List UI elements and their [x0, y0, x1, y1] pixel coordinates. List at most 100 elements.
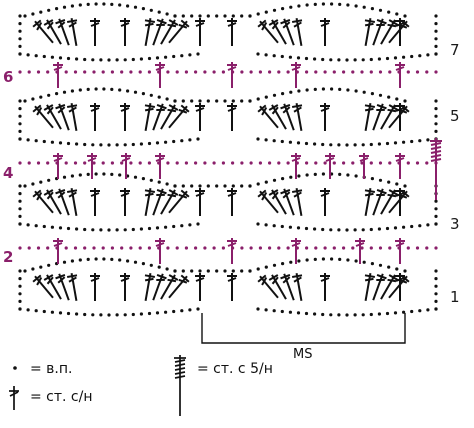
row-number-1: 1	[450, 288, 460, 306]
chain-dot	[249, 161, 253, 165]
double-crochet-stitch	[53, 62, 63, 88]
chain-dot	[338, 172, 342, 176]
chain-dot	[351, 70, 355, 74]
chain-dot	[332, 70, 336, 74]
chain-dot	[173, 14, 177, 18]
chain-dot	[305, 161, 309, 165]
chain-dot	[118, 258, 122, 262]
chain-dot	[184, 246, 188, 250]
chain-dot	[212, 70, 216, 74]
chain-dot	[166, 246, 170, 250]
chain-dot	[338, 257, 342, 261]
chain-dot	[23, 14, 27, 18]
chain-dot	[83, 142, 87, 147]
chain-dot	[321, 142, 325, 147]
chain-dot	[248, 99, 252, 103]
chain-dot	[34, 54, 38, 58]
chain-dot	[175, 70, 179, 74]
chain-dot	[256, 12, 260, 16]
chain-dot	[249, 70, 253, 74]
chain-dot	[173, 99, 177, 103]
chain-dot	[361, 228, 365, 232]
chain-dot	[393, 226, 398, 230]
chain-dot	[66, 56, 71, 61]
fan-stitch	[268, 19, 287, 45]
chain-dot	[281, 262, 285, 266]
chain-dot	[149, 178, 153, 182]
chain-dot	[123, 143, 127, 147]
chain-dot	[194, 70, 198, 74]
chain-dot	[434, 292, 438, 296]
chain-dot	[281, 7, 285, 11]
chain-dot	[434, 37, 438, 41]
chain-dot	[92, 70, 96, 74]
chain-dot	[131, 312, 135, 317]
chain-dot	[133, 90, 138, 94]
chain-dot	[126, 4, 130, 8]
double-crochet-stitch	[291, 153, 301, 179]
chain-dot	[50, 310, 55, 314]
fan-stitch	[168, 19, 190, 44]
chain-dot	[141, 177, 145, 181]
double-crochet-stitch	[320, 103, 330, 131]
chain-dot	[387, 95, 391, 99]
chain-dot	[99, 143, 103, 147]
chain-dot	[378, 8, 383, 12]
chain-dot	[66, 141, 71, 146]
chain-dot	[138, 70, 142, 74]
chain-dot	[165, 267, 169, 271]
double-crochet-stitch	[395, 18, 405, 46]
chain-dot	[31, 267, 35, 271]
fan-stitch	[144, 188, 156, 216]
chain-dot	[249, 246, 253, 250]
chain-dot	[27, 246, 31, 250]
chain-dot	[155, 311, 160, 315]
double-crochet-stitch	[227, 188, 237, 216]
chain-dot	[120, 161, 124, 165]
chain-dot	[147, 311, 152, 316]
chain-dot	[184, 70, 188, 74]
chain-dot	[215, 99, 219, 103]
chain-dot	[110, 161, 114, 165]
chain-dot	[426, 53, 430, 57]
chain-dot	[369, 246, 373, 250]
fan-stitch	[152, 103, 167, 131]
double-crochet-stitch	[195, 18, 205, 46]
chain-dot	[296, 311, 301, 315]
double-crochet-stitch	[227, 103, 237, 131]
double-crochet-stitch	[395, 188, 405, 216]
chain-dot	[342, 161, 346, 165]
fan-stitch	[32, 189, 54, 214]
chain-dot	[99, 228, 103, 232]
chain-dot	[18, 137, 22, 141]
fan-stitch	[160, 189, 179, 215]
chain-dot	[212, 161, 216, 165]
chain-dot	[330, 257, 334, 261]
chain-dot	[172, 224, 176, 229]
chain-dot	[91, 228, 95, 232]
fan-stitch	[291, 188, 303, 216]
chain-dot	[147, 246, 151, 250]
chain-dot	[403, 269, 407, 273]
chain-dot	[180, 309, 184, 313]
chain-dot	[256, 222, 260, 226]
chain-dot	[353, 143, 357, 147]
chain-dot	[434, 246, 438, 250]
chain-dot	[34, 309, 38, 313]
double-crochet-stitch	[195, 273, 205, 301]
chain-dot	[34, 224, 38, 228]
chain-dot	[406, 161, 410, 165]
chain-dot	[31, 182, 35, 186]
chain-dot	[403, 99, 407, 103]
double-crochet-stitch	[227, 18, 237, 46]
fan-stitch	[43, 274, 62, 300]
chain-dot	[188, 308, 192, 312]
chain-dot	[78, 173, 82, 177]
fan-stitch	[372, 103, 387, 131]
chain-dot	[434, 277, 438, 281]
chain-dot	[264, 265, 268, 269]
chain-dot	[346, 3, 350, 7]
chain-dot	[281, 177, 285, 181]
chain-dot	[157, 95, 161, 99]
fan-stitch	[364, 18, 376, 46]
